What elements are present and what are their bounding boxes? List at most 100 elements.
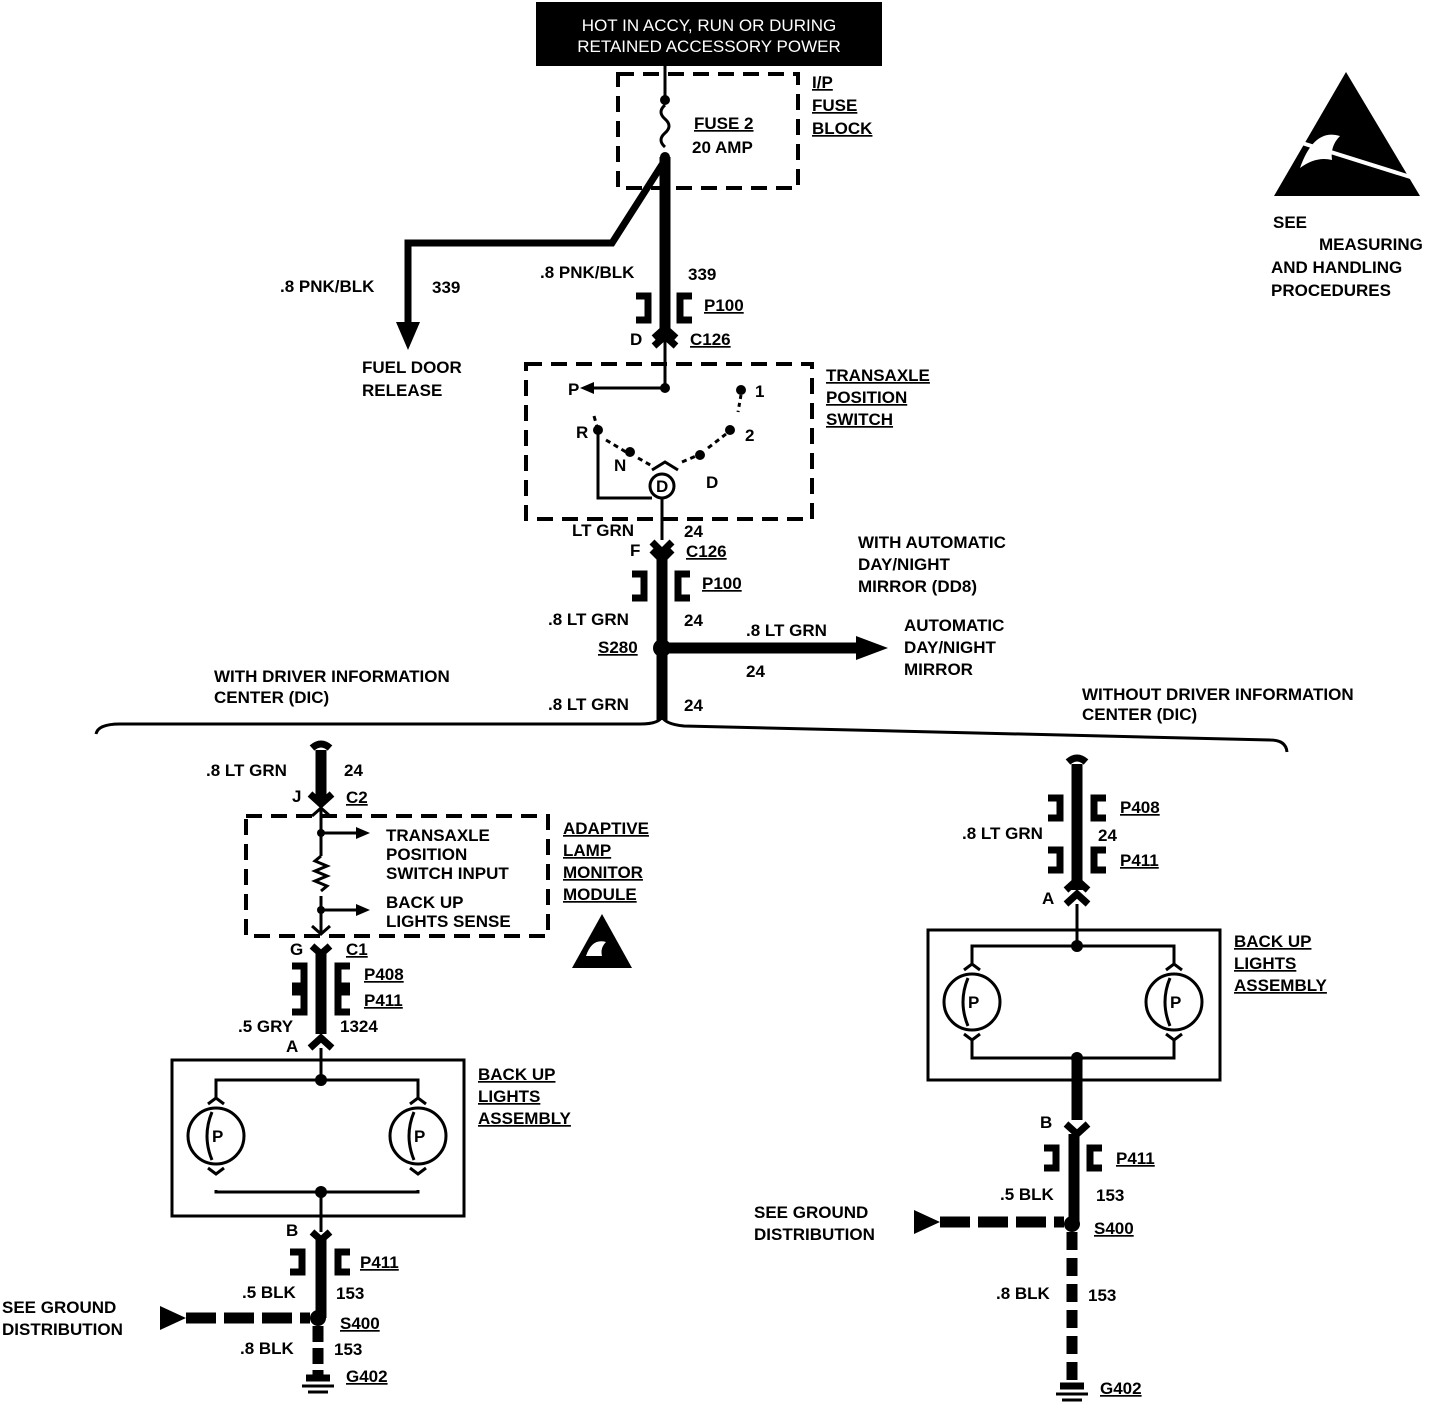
ground-ref-right-2: DISTRIBUTION bbox=[754, 1225, 875, 1244]
assembly-left-title-2: LIGHTS bbox=[478, 1087, 540, 1106]
p408-p411-brackets-left bbox=[292, 962, 350, 1016]
c126-label-lower: C126 bbox=[686, 542, 727, 561]
pin-a-connector-right bbox=[1063, 889, 1091, 907]
tps-out-gauge: LT GRN bbox=[572, 521, 634, 540]
p100-label-upper: P100 bbox=[704, 296, 744, 315]
esd-text-1: SEE bbox=[1273, 213, 1307, 232]
fuse-block-title-2: FUSE bbox=[812, 96, 857, 115]
nodic-blk-lower-gauge: .8 BLK bbox=[996, 1284, 1051, 1303]
pin-a-connector-left bbox=[307, 1033, 335, 1051]
p100-bracket-lower bbox=[632, 570, 690, 602]
main-24-lower-circuit: 24 bbox=[684, 696, 703, 715]
position-r: R bbox=[576, 423, 588, 442]
ground-symbol-left bbox=[302, 1374, 334, 1394]
fuse-rating: 20 AMP bbox=[692, 138, 753, 157]
esd-text-3: AND HANDLING bbox=[1271, 258, 1402, 277]
feed-left-circuit: 339 bbox=[432, 278, 460, 297]
tps-title-3: SWITCH bbox=[826, 410, 893, 429]
position-n: N bbox=[614, 456, 626, 475]
backup-lights-assembly-right: P P bbox=[926, 904, 1222, 1082]
ground-ref-left-2: DISTRIBUTION bbox=[2, 1320, 123, 1339]
with-dic-label-1: WITH DRIVER INFORMATION bbox=[214, 667, 450, 686]
module-title-1: ADAPTIVE bbox=[563, 819, 649, 838]
svg-text:P: P bbox=[212, 1127, 223, 1146]
mirror-condition-1: WITH AUTOMATIC bbox=[858, 533, 1006, 552]
c126-pin-f: F bbox=[630, 541, 640, 560]
c126-connector-lower bbox=[649, 539, 675, 720]
p408-label-left: P408 bbox=[364, 965, 404, 984]
position-2: 2 bbox=[745, 426, 754, 445]
tps-title-1: TRANSAXLE bbox=[826, 366, 930, 385]
p100-label-lower: P100 bbox=[702, 574, 742, 593]
dic-gry-gauge: .5 GRY bbox=[238, 1017, 294, 1036]
main-24-circuit: 24 bbox=[684, 611, 703, 630]
s400-label-right: S400 bbox=[1094, 1219, 1134, 1238]
nodic-blk-upper-circuit: 153 bbox=[1096, 1186, 1124, 1205]
pin-a-right: A bbox=[1042, 889, 1054, 908]
fuel-door-label-1: FUEL DOOR bbox=[362, 358, 462, 377]
nodic-blk-upper-gauge: .5 BLK bbox=[1000, 1185, 1055, 1204]
nodic-24-circuit: 24 bbox=[1098, 826, 1117, 845]
assembly-left-title-1: BACK UP bbox=[478, 1065, 555, 1084]
c2-label: C2 bbox=[346, 788, 368, 807]
ground-ref-right-1: SEE GROUND bbox=[754, 1203, 868, 1222]
bulb-icon-right-2: P bbox=[1144, 962, 1204, 1042]
c1-connector bbox=[309, 943, 333, 1034]
g402-label-right: G402 bbox=[1100, 1379, 1142, 1398]
assembly-right-title-2: LIGHTS bbox=[1234, 954, 1296, 973]
c126-label-upper: C126 bbox=[690, 330, 731, 349]
bulb-icon-right-1: P bbox=[942, 962, 1002, 1042]
module-title-4: MODULE bbox=[563, 885, 637, 904]
p411-label-left: P411 bbox=[364, 991, 403, 1010]
p411-label-left-lower: P411 bbox=[360, 1253, 399, 1272]
feed-main-circuit: 339 bbox=[688, 265, 716, 284]
without-dic-label-1: WITHOUT DRIVER INFORMATION bbox=[1082, 685, 1354, 704]
fuse-block: FUSE 2 20 AMP I/P FUSE BLOCK bbox=[616, 66, 873, 190]
nodic-24-gauge: .8 LT GRN bbox=[962, 824, 1043, 843]
module-input2-2: LIGHTS SENSE bbox=[386, 912, 511, 931]
position-d-circle: D bbox=[656, 477, 668, 496]
c2-pin: J bbox=[292, 787, 301, 806]
position-p: P bbox=[568, 380, 579, 399]
banner-line-1: HOT IN ACCY, RUN OR DURING bbox=[582, 16, 836, 35]
without-dic-label-2: CENTER (DIC) bbox=[1082, 705, 1197, 724]
pin-b-right: B bbox=[1040, 1113, 1052, 1132]
s400-label-left: S400 bbox=[340, 1314, 380, 1333]
s400-splice-left bbox=[310, 1310, 326, 1326]
assembly-right-title-3: ASSEMBLY bbox=[1234, 976, 1328, 995]
dic-blk-lower-circuit: 153 bbox=[334, 1340, 362, 1359]
p411-label-right-lower: P411 bbox=[1116, 1149, 1155, 1168]
pin-a-left: A bbox=[286, 1037, 298, 1056]
mirror-target-2: DAY/NIGHT bbox=[904, 638, 997, 657]
main-24-gauge: .8 LT GRN bbox=[548, 610, 629, 629]
module-title-2: LAMP bbox=[563, 841, 611, 860]
ground-ref-left-1: SEE GROUND bbox=[2, 1298, 116, 1317]
c126-pin-d: D bbox=[630, 330, 642, 349]
position-1: 1 bbox=[755, 382, 764, 401]
position-d: D bbox=[706, 473, 718, 492]
fuse-symbol bbox=[659, 103, 671, 149]
p100-bracket-upper bbox=[636, 292, 692, 324]
pin-b-connector-right bbox=[1063, 1121, 1091, 1139]
dic-blk-upper-gauge: .5 BLK bbox=[242, 1283, 297, 1302]
mirror-branch-gauge: .8 LT GRN bbox=[746, 621, 827, 640]
mirror-condition-3: MIRROR (DD8) bbox=[858, 577, 977, 596]
c1-pin: G bbox=[290, 940, 303, 959]
fuse-name: FUSE 2 bbox=[694, 114, 754, 133]
dic-24-gauge: .8 LT GRN bbox=[206, 761, 287, 780]
dic-gry-circuit: 1324 bbox=[340, 1017, 378, 1036]
module-input1-1: TRANSAXLE bbox=[386, 826, 490, 845]
c126-connector-upper bbox=[651, 323, 679, 388]
dic-blk-upper-circuit: 153 bbox=[336, 1284, 364, 1303]
transaxle-position-switch: P 1 R 2 N D D bbox=[524, 362, 814, 540]
p408-label-right: P408 bbox=[1120, 798, 1160, 817]
ground-symbol-right bbox=[1056, 1382, 1088, 1402]
svg-text:P: P bbox=[968, 993, 979, 1012]
fuel-door-label-2: RELEASE bbox=[362, 381, 442, 400]
feed-wires bbox=[396, 157, 671, 350]
feed-main-gauge: .8 PNK/BLK bbox=[540, 263, 635, 282]
s280-label: S280 bbox=[598, 638, 638, 657]
tps-title-2: POSITION bbox=[826, 388, 907, 407]
dic-24-circuit: 24 bbox=[344, 761, 363, 780]
